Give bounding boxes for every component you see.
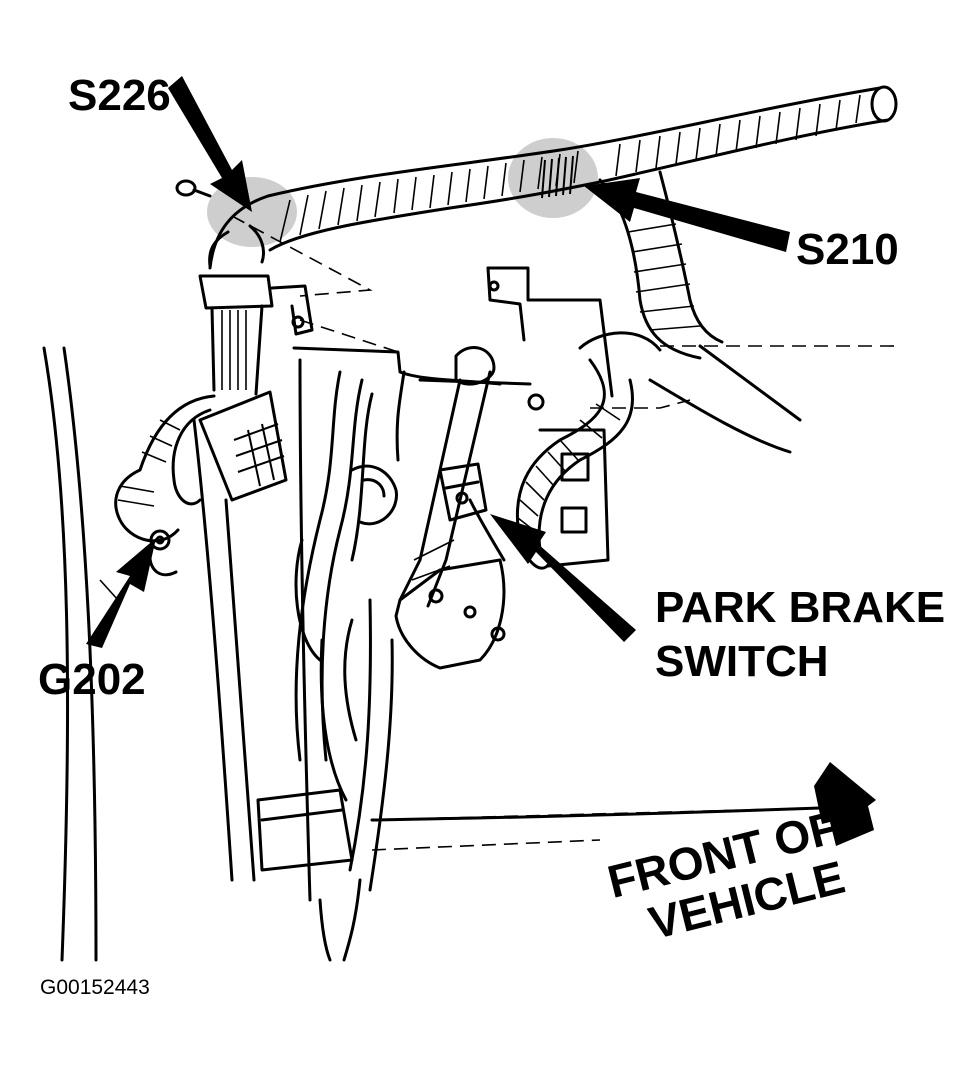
- figure-id: G00152443: [40, 976, 150, 999]
- label-park-brake: PARK BRAKE: [655, 583, 945, 632]
- pedal-bracket: [192, 266, 614, 962]
- callout-arrow-icon: [168, 76, 252, 212]
- callout-arrows: [86, 76, 790, 648]
- body-panel-left: [42, 346, 119, 962]
- wiring-harness: [208, 85, 898, 570]
- callout-arrow-icon: [86, 538, 156, 648]
- front-of-vehicle-arrow-icon: [814, 762, 876, 846]
- label-g202: G202: [38, 655, 146, 704]
- floor-lines: [370, 344, 822, 822]
- front-of-vehicle-label: FRONT OF VEHICLE: [603, 801, 850, 950]
- label-s210: S210: [796, 225, 899, 274]
- label-switch: SWITCH: [655, 637, 829, 686]
- callout-arrow-icon: [584, 178, 790, 252]
- connector-block: [114, 224, 314, 577]
- callout-arrow-icon: [490, 514, 636, 642]
- bulb-icon: [175, 179, 212, 198]
- label-s226: S226: [68, 71, 171, 120]
